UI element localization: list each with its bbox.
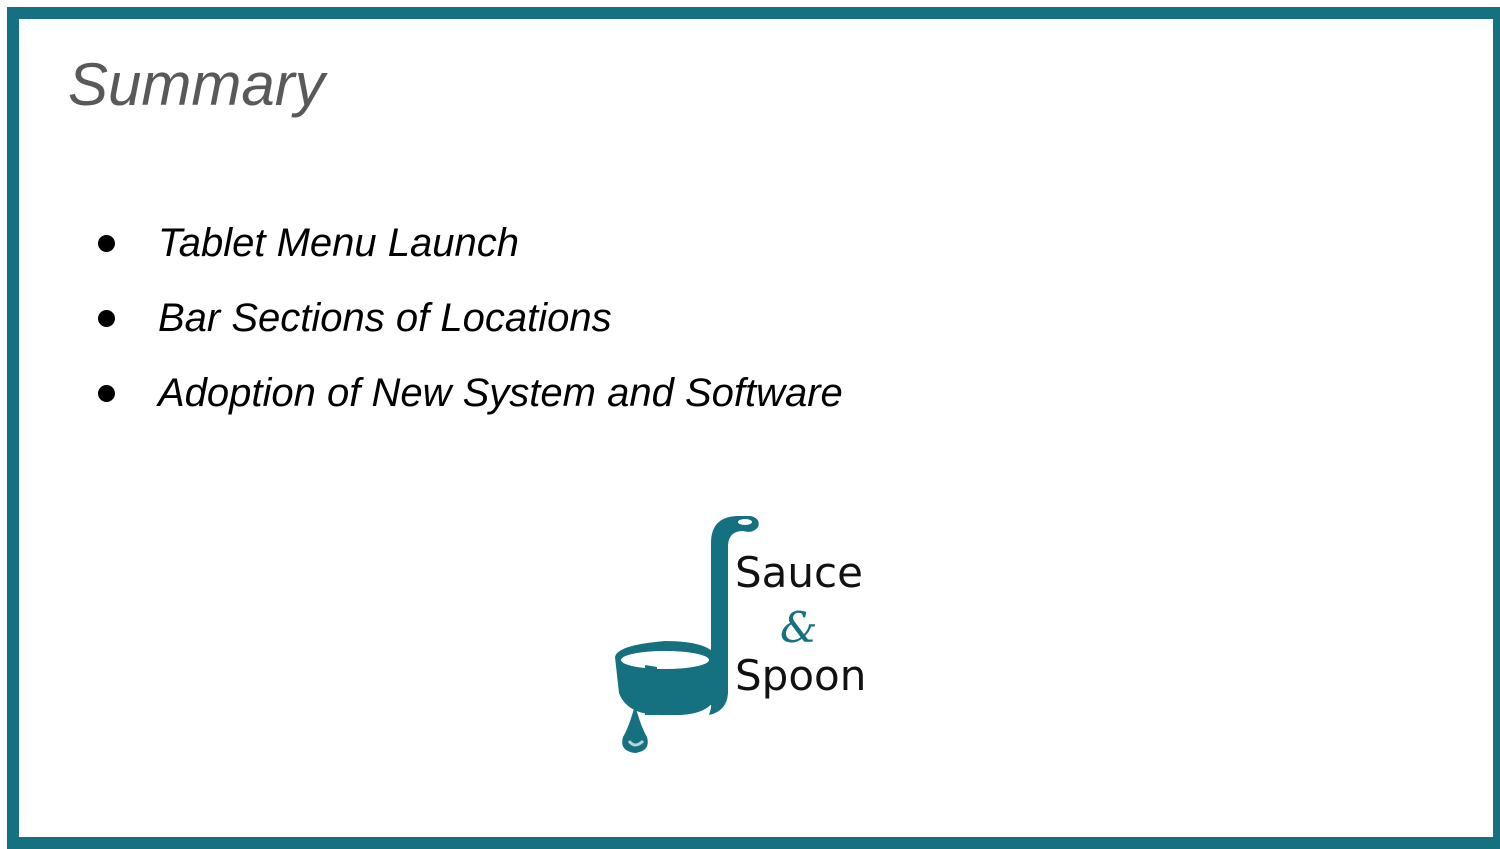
ladle-icon — [615, 516, 759, 753]
slide-frame — [7, 7, 1500, 849]
bullet-item: Adoption of New System and Software — [96, 356, 843, 431]
logo-ampersand: & — [780, 603, 817, 652]
bullet-text: Tablet Menu Launch — [158, 221, 520, 265]
bullet-item: Bar Sections of Locations — [96, 281, 843, 356]
slide-title: Summary — [68, 51, 325, 118]
bullet-text: Bar Sections of Locations — [158, 296, 612, 340]
bullet-dot-icon — [98, 310, 115, 327]
logo-word-spoon: Spoon — [735, 651, 865, 700]
bullet-text: Adoption of New System and Software — [158, 371, 843, 415]
bullet-dot-icon — [98, 235, 115, 252]
logo-word-sauce: Sauce — [735, 548, 863, 597]
sauce-and-spoon-logo: Sauce & Spoon — [615, 516, 865, 753]
bullet-list: Tablet Menu Launch Bar Sections of Locat… — [96, 206, 843, 431]
bullet-item: Tablet Menu Launch — [96, 206, 843, 281]
bullet-dot-icon — [98, 385, 115, 402]
